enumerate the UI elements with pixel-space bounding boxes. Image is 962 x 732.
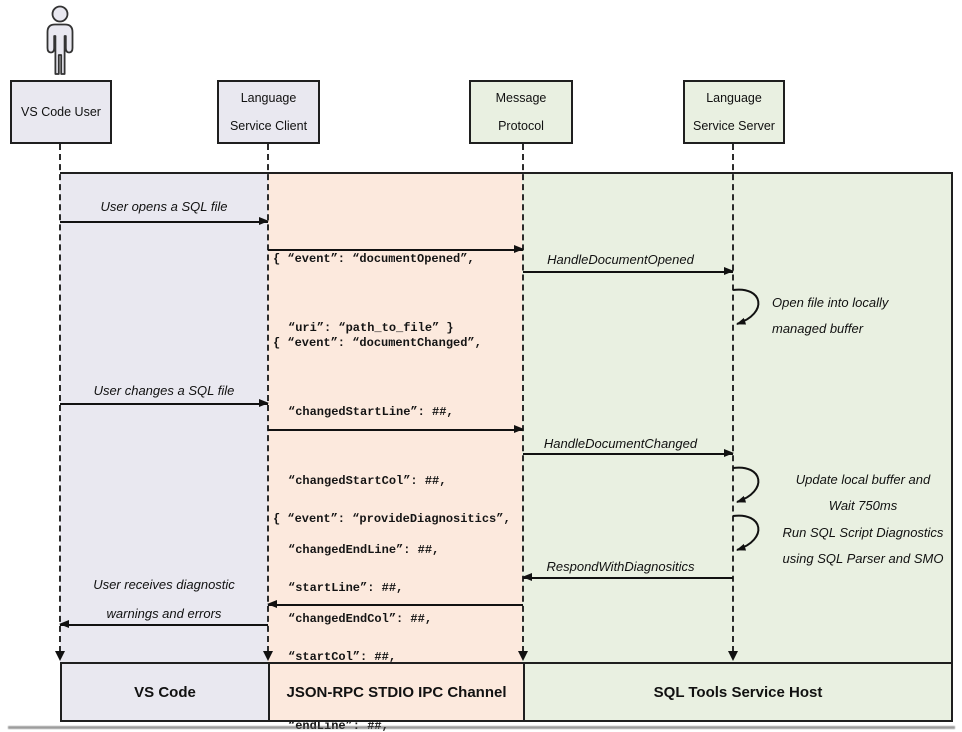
footer-service-host: SQL Tools Service Host — [523, 662, 953, 722]
note-open-file: Open file into locally managed buffer — [772, 290, 952, 342]
actor-label: VS Code User — [21, 105, 101, 119]
note-line: managed buffer — [772, 321, 864, 336]
payload-line: “uri”: “path_to_file” } — [288, 321, 454, 335]
lane-ipc-channel — [267, 174, 522, 662]
arrow-document-changed — [268, 425, 524, 433]
arrow-diagnostics-to-client — [267, 600, 523, 608]
arrow-respond-with-diagnositics — [522, 573, 733, 581]
actor-box-message-protocol: Message Protocol — [469, 80, 573, 144]
lifeline-vs-code-user — [59, 144, 61, 652]
payload-line: “changedStartCol”: ##, — [288, 474, 447, 488]
arrow-handle-document-changed — [523, 449, 734, 457]
note-update-buffer: Update local buffer and Wait 750ms — [768, 467, 958, 519]
arrow-user-changes — [60, 399, 269, 407]
lifeline-language-service-client — [267, 144, 269, 652]
payload-line: { “event”: “provideDiagnositics”, — [273, 512, 511, 526]
label-user-changes: User changes a SQL file — [93, 383, 235, 398]
label-line: User receives diagnostic — [93, 577, 235, 592]
lifeline-end-arrow-icon — [518, 651, 528, 661]
bottom-shadow-line — [8, 726, 955, 729]
payload-line: { “event”: “documentOpened”, — [273, 252, 475, 266]
actor-label: Service Server — [693, 119, 775, 133]
payload-line: “changedStartLine”: ##, — [288, 405, 454, 419]
actor-label: Service Client — [229, 119, 308, 133]
actor-label: Language — [706, 91, 762, 105]
payload-line: “startCol”: ##, — [288, 650, 397, 664]
arrow-user-receives — [59, 620, 268, 628]
payload-line: “startLine”: ##, — [288, 581, 404, 595]
actor-label: Language — [240, 91, 297, 105]
actor-label: Message — [495, 91, 547, 105]
lifeline-end-arrow-icon — [263, 651, 273, 661]
self-loop-update-buffer — [732, 466, 760, 503]
note-line: Update local buffer and — [795, 472, 931, 487]
arrow-document-opened — [268, 245, 524, 253]
note-line: Run SQL Script Diagnostics — [782, 525, 944, 540]
lifeline-end-arrow-icon — [55, 651, 65, 661]
label-user-opens: User opens a SQL file — [100, 199, 228, 214]
payload-line: { “event”: “documentChanged”, — [273, 336, 482, 350]
actor-box-vs-code-user: VS Code User — [10, 80, 112, 144]
note-run-diagnostics: Run SQL Script Diagnostics using SQL Par… — [768, 520, 958, 572]
lane-vs-code — [60, 174, 268, 662]
footer-label: VS Code — [134, 683, 196, 701]
payload-document-opened: { “event”: “documentOpened”, “uri”: “pat… — [273, 202, 475, 386]
label-line: warnings and errors — [106, 606, 222, 621]
user-actor-icon — [46, 5, 74, 75]
actor-label: Protocol — [498, 119, 544, 133]
payload-line: “changedEndCol”: ##, — [288, 612, 433, 626]
footer-vs-code: VS Code — [60, 662, 270, 722]
footer-ipc-channel: JSON-RPC STDIO IPC Channel — [268, 662, 525, 722]
self-loop-open-file — [732, 288, 760, 325]
lane-service-host — [521, 174, 951, 662]
lifeline-end-arrow-icon — [728, 651, 738, 661]
self-loop-run-diagnostics — [732, 514, 760, 551]
actor-box-language-service-server: Language Service Server — [683, 80, 785, 144]
actor-box-language-service-client: Language Service Client — [217, 80, 320, 144]
note-line: Wait 750ms — [828, 498, 898, 513]
label-user-receives: User receives diagnostic warnings and er… — [60, 570, 268, 628]
label-handle-document-changed: HandleDocumentChanged — [543, 436, 698, 451]
note-line: Open file into locally — [772, 295, 889, 310]
arrow-user-opens — [60, 217, 269, 225]
arrow-handle-document-opened — [523, 267, 734, 275]
payload-line: “changedEndLine”: ##, — [288, 543, 440, 557]
lifeline-bands — [60, 172, 953, 662]
label-respond-with-diagnositics: RespondWithDiagnositics — [546, 559, 695, 574]
footer-label: SQL Tools Service Host — [653, 683, 823, 701]
label-handle-document-opened: HandleDocumentOpened — [547, 252, 694, 267]
footer-label: JSON-RPC STDIO IPC Channel — [286, 683, 507, 701]
lifeline-language-service-server — [732, 144, 734, 652]
lifeline-message-protocol — [522, 144, 524, 652]
note-line: using SQL Parser and SMO — [782, 551, 944, 566]
